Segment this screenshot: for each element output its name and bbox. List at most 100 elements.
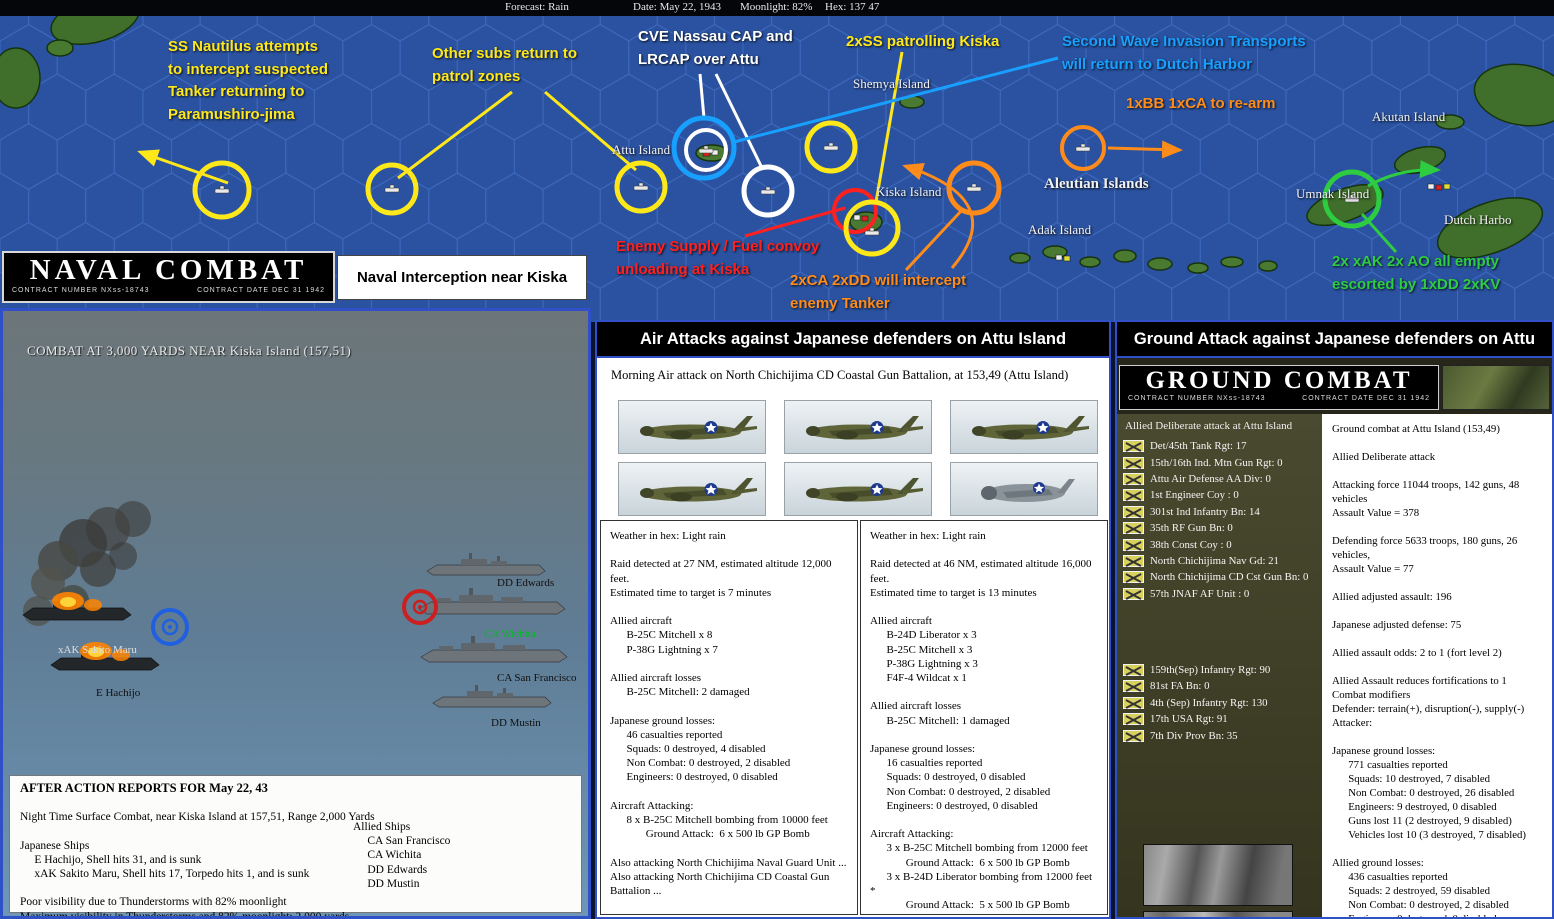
island-label-umnak: Umnak Island [1296, 186, 1370, 201]
unit-label: Det/45th Tank Rgt: 17 [1150, 440, 1247, 453]
smoke-plume [23, 501, 151, 626]
ship-label-ca-san-francisco: CA San Francisco [497, 672, 577, 684]
unit-label: 35th RF Gun Bn: 0 [1150, 522, 1233, 535]
circle-ss-patrol-kiska-b [843, 199, 901, 257]
unit-label: 57th JNAF AF Unit : 0 [1150, 587, 1250, 600]
aircraft-photo-b25-3 [618, 462, 766, 516]
circle-enemy-convoy-kiska [832, 188, 878, 234]
naval-scene-art [22, 501, 568, 708]
unit-label: 159th(Sep) Infantry Rgt: 90 [1150, 664, 1271, 677]
island-label-dutch-harbor: Dutch Harbo [1444, 212, 1512, 227]
annotation-empty-convoy: 2x xAK 2x AO all empty escorted by 1xDD … [1332, 253, 1501, 293]
units-gap [1123, 602, 1316, 662]
unit-row: 159th(Sep) Infantry Rgt: 90 [1123, 662, 1316, 678]
air-report-second: Weather in hex: Light rain Raid detected… [860, 520, 1108, 915]
air-panel-banner: Air Attacks against Japanese defenders o… [597, 322, 1109, 358]
ship-label-dd-edwards: DD Edwards [497, 577, 555, 589]
map-status-bar: Forecast: Rain Date: May 22, 1943 Moonli… [0, 0, 1554, 16]
unit-icon [1123, 505, 1144, 518]
unit-icon [1123, 489, 1144, 502]
annotation-second-wave: Second Wave Invasion Transports will ret… [1062, 33, 1306, 73]
unit-row: 57th JNAF AF Unit : 0 [1123, 586, 1316, 602]
unit-row: 4th (Sep) Infantry Rgt: 130 [1123, 695, 1316, 711]
battle-photo-1 [1143, 844, 1293, 906]
unit-icon [1123, 538, 1144, 551]
unit-row: 1st Engineer Coy : 0 [1123, 487, 1316, 503]
naval-combat-banner-title: NAVAL COMBAT [29, 254, 308, 286]
unit-icon [1123, 522, 1144, 535]
circle-cve-nassau-cap [684, 128, 728, 172]
unit-label: 15th/16th Ind. Mtn Gun Rgt: 0 [1150, 456, 1283, 469]
base-icons [702, 149, 1451, 262]
naval-caption: Naval Interception near Kiska [337, 255, 587, 300]
annotation-intercept: 2xCA 2xDD will intercept enemy Tanker [790, 272, 967, 312]
after-action-report: AFTER ACTION REPORTS FOR May 22, 43 Nigh… [9, 775, 582, 916]
ship-dd-mustin [432, 684, 552, 708]
unit-roster: Allied Deliberate attack at Attu Island … [1117, 414, 1322, 917]
unit-label: 4th (Sep) Infantry Rgt: 130 [1150, 696, 1268, 709]
island-label-shemya: Shemya Island [853, 76, 930, 91]
unit-icon [1123, 440, 1144, 453]
ground-panel-banner: Ground Attack against Japanese defenders… [1117, 322, 1552, 358]
naval-combat-scene: COMBAT AT 3,000 YARDS NEAR Kiska Island … [0, 308, 591, 919]
target-reticle-blue [151, 608, 189, 646]
air-report-morning: Weather in hex: Light rain Raid detected… [600, 520, 858, 915]
unit-icon [1123, 571, 1144, 584]
annotation-ss-nautilus: SS Nautilus attempts to intercept suspec… [168, 38, 329, 123]
moonlight-label: Moonlight: 82% [740, 1, 813, 13]
island-label-kiska: Kiska Island [876, 184, 942, 199]
naval-contract-number: CONTRACT NUMBER NXss-18743 [12, 287, 150, 294]
unit-row: North Chichijima CD Cst Gun Bn: 0 [1123, 569, 1316, 585]
unit-row: Attu Air Defense AA Div: 0 [1123, 471, 1316, 487]
unit-row: 38th Const Coy : 0 [1123, 536, 1316, 552]
unit-row: 7th Div Prov Bn: 35 [1123, 727, 1316, 743]
ground-contract-date: CONTRACT DATE DEC 31 1942 [1302, 395, 1430, 402]
combat-photo-thumb [1442, 365, 1550, 410]
battle-photo-2 [1143, 911, 1293, 917]
unit-icon [1123, 554, 1144, 567]
island-label-aleutian: Aleutian Islands [1044, 176, 1149, 192]
circle-sub-patrol-west [365, 162, 419, 216]
island-label-adak: Adak Island [1028, 222, 1092, 237]
annotation-circles [192, 115, 1382, 257]
unit-icon [1123, 664, 1144, 677]
circle-ss-nautilus [192, 160, 252, 220]
date-label: Date: May 22, 1943 [633, 1, 721, 13]
circle-convoy-empty [1322, 169, 1382, 229]
aar-title: AFTER ACTION REPORTS FOR May 22, 43 [20, 781, 268, 795]
unit-label: 7th Div Prov Bn: 35 [1150, 729, 1238, 742]
annotation-cve-nassau: CVE Nassau CAP and LRCAP over Attu [638, 28, 793, 68]
unit-icon [1123, 696, 1144, 709]
map-art [0, 0, 1554, 274]
ship-label-dd-mustin: DD Mustin [491, 717, 541, 729]
annotation-lines [137, 51, 1441, 272]
annotation-other-subs: Other subs return to patrol zones [432, 45, 578, 85]
target-reticle-red [402, 589, 438, 625]
unit-icon [1123, 680, 1144, 693]
unit-icon [1123, 713, 1144, 726]
annotation-rearm: 1xBB 1xCA to re-arm [1126, 95, 1276, 112]
circle-intercept-force [946, 160, 1002, 216]
unit-row: 15th/16th Ind. Mtn Gun Rgt: 0 [1123, 454, 1316, 470]
circle-ss-patrol-kiska-a [804, 120, 858, 174]
ground-combat-panel: Ground Attack against Japanese defenders… [1115, 320, 1554, 919]
unit-row: 81st FA Bn: 0 [1123, 678, 1316, 694]
annotation-enemy-supply: Enemy Supply / Fuel convoy unloading at … [616, 238, 820, 278]
islands-art [0, 0, 1554, 274]
aircraft-photo-b25-1 [618, 400, 766, 454]
naval-combat-banner: NAVAL COMBAT CONTRACT NUMBER NXss-18743 … [2, 251, 335, 303]
air-attack-title: Morning Air attack on North Chichijima C… [611, 368, 1069, 382]
unit-label: 38th Const Coy : 0 [1150, 538, 1232, 551]
unit-row: 17th USA Rgt: 91 [1123, 711, 1316, 727]
task-force-icons [214, 142, 1360, 236]
aircraft-photo-f4f [950, 462, 1098, 516]
ship-label-ca-wichita: CA Wichita [484, 628, 536, 640]
ground-contract-number: CONTRACT NUMBER NXss-18743 [1128, 395, 1266, 402]
ground-combat-banner-title: GROUND COMBAT [1145, 367, 1413, 394]
annotation-ss-kiska: 2xSS patrolling Kiska [846, 33, 1000, 50]
aircraft-photo-p38 [784, 462, 932, 516]
ship-ca-wichita [418, 587, 566, 615]
aar-japanese-block: Night Time Surface Combat, near Kiska Is… [20, 811, 375, 919]
ground-combat-banner: GROUND COMBAT CONTRACT NUMBER NXss-18743… [1119, 365, 1439, 410]
